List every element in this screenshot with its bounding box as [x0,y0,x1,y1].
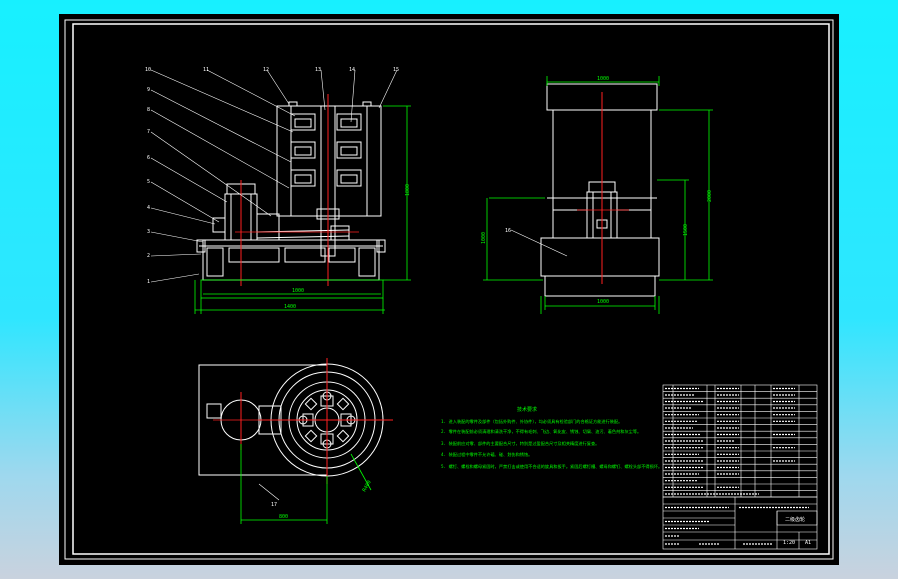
dim-side-top: 1000 [597,76,609,82]
tech-heading: 技术要求 [517,406,537,413]
tray-right-3 [336,169,362,187]
dim-side-height-left: 1000 [481,232,487,244]
callout-7: 7 [147,129,150,135]
callout-5: 5 [147,179,150,185]
callout-12: 12 [263,67,269,73]
title-block-sheet: A1 [805,540,811,546]
tech-line-3: 3. 装配前应对零、部件的主要配合尺寸，特别是过盈配合尺寸及相关精度进行复查。 [441,440,599,447]
parts-list-entries [665,387,795,495]
dim-front-height: 1800 [405,184,411,196]
tray-right-1 [336,113,362,131]
callout-8: 8 [147,107,150,113]
outer-frame [64,19,834,560]
dim-front-overall: 1400 [284,304,296,310]
front-callouts: 1 2 3 4 5 6 7 8 9 10 11 12 13 14 15 [145,67,399,285]
dim-plan-radius: R400 [362,480,373,493]
dim-plan-offset: 800 [279,514,288,520]
title-block-title: 二级齿轮 [785,516,805,523]
plan-dimensions [240,444,372,524]
front-leaders [150,69,398,283]
callout-1: 1 [147,279,150,285]
title-block-entries [665,506,809,545]
tray-left-3 [290,169,316,187]
tech-line-5: 5. 螺钉、螺栓和螺母紧固时，严禁打击或使用不合适的旋具和扳手。紧固后螺钉槽、螺… [441,463,662,470]
callout-2: 2 [147,253,150,259]
parts-list [662,384,818,498]
callout-17: 17 [271,502,277,508]
callout-14: 14 [349,67,355,73]
callout-13: 13 [315,67,321,73]
dim-front-base: 1000 [292,288,304,294]
callout-6: 6 [147,155,150,161]
front-dimensions [194,105,411,314]
technical-requirements: 技术要求 1. 进入装配的零件及部件（包括外购件、外协件），均必须具有检验部门的… [441,406,662,470]
tray-left-2 [290,141,316,159]
drawing-sheet: 1000 1400 1800 1 2 3 4 5 6 7 8 9 10 11 1… [59,14,839,565]
title-block [662,496,818,550]
inner-frame [72,23,830,555]
side-foot [544,275,656,297]
side-dimensions [483,76,713,314]
tech-line-1: 1. 进入装配的零件及部件（包括外购件、外协件），均必须具有检验部门的合格证方能… [441,418,622,425]
callout-9: 9 [147,87,150,93]
side-view [540,83,660,297]
cad-drawing: 1000 1400 1800 1 2 3 4 5 6 7 8 9 10 11 1… [64,19,834,560]
tray-left-1 [290,113,316,131]
callout-16: 16 [505,228,511,234]
front-view [196,101,386,281]
callout-3: 3 [147,229,150,235]
side-base [540,237,660,277]
upper-cabinet [276,105,382,217]
callout-15: 15 [393,67,399,73]
callout-11: 11 [203,67,209,73]
dim-side-height-inner: 1500 [683,224,689,236]
tech-line-2: 2. 零件在装配前必须清理和清洗干净，不得有毛刺、飞边、氧化皮、锈蚀、切屑、油污… [441,428,641,435]
callout-4: 4 [147,205,150,211]
dim-side-height-outer: 2000 [707,190,713,202]
tech-line-4: 4. 装配过程中零件不允许磕、碰、划伤和锈蚀。 [441,451,532,458]
dim-side-bottom: 1000 [597,299,609,305]
title-block-scale: 1:20 [783,540,795,546]
tray-right-2 [336,141,362,159]
callout-10: 10 [145,67,151,73]
